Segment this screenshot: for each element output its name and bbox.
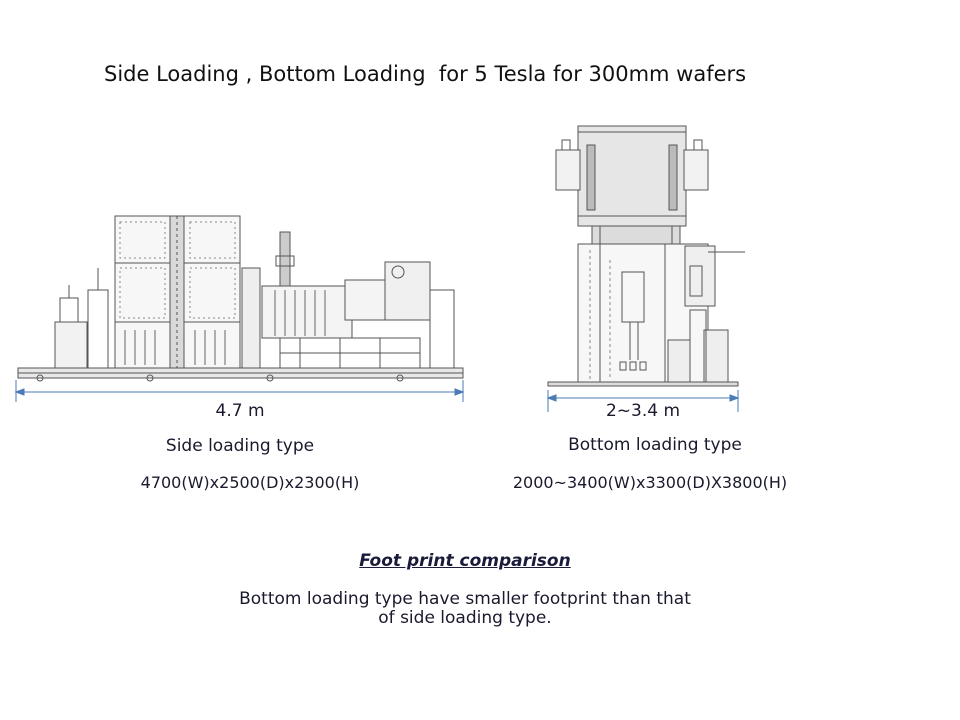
bottom-loading-drawing	[547, 125, 745, 387]
side-loading-drawing	[17, 215, 464, 382]
bottom-dimension-line	[546, 390, 740, 412]
comparison-title: Foot print comparison	[359, 551, 571, 571]
side-dimension-line	[14, 380, 465, 402]
page-title: Side Loading , Bottom Loading for 5 Tesl…	[104, 62, 747, 86]
side-type-label: Side loading type	[165, 436, 315, 456]
comparison-text: Bottom loading type have smaller footpri…	[239, 589, 691, 628]
bottom-dimension-label: 2~3.4 m	[605, 401, 681, 421]
side-dimension-label: 4.7 m	[215, 401, 265, 421]
side-spec-label: 4700(W)x2500(D)x2300(H)	[140, 473, 360, 492]
bottom-type-label: Bottom loading type	[568, 435, 742, 455]
bottom-spec-label: 2000~3400(W)x3300(D)X3800(H)	[512, 473, 788, 492]
